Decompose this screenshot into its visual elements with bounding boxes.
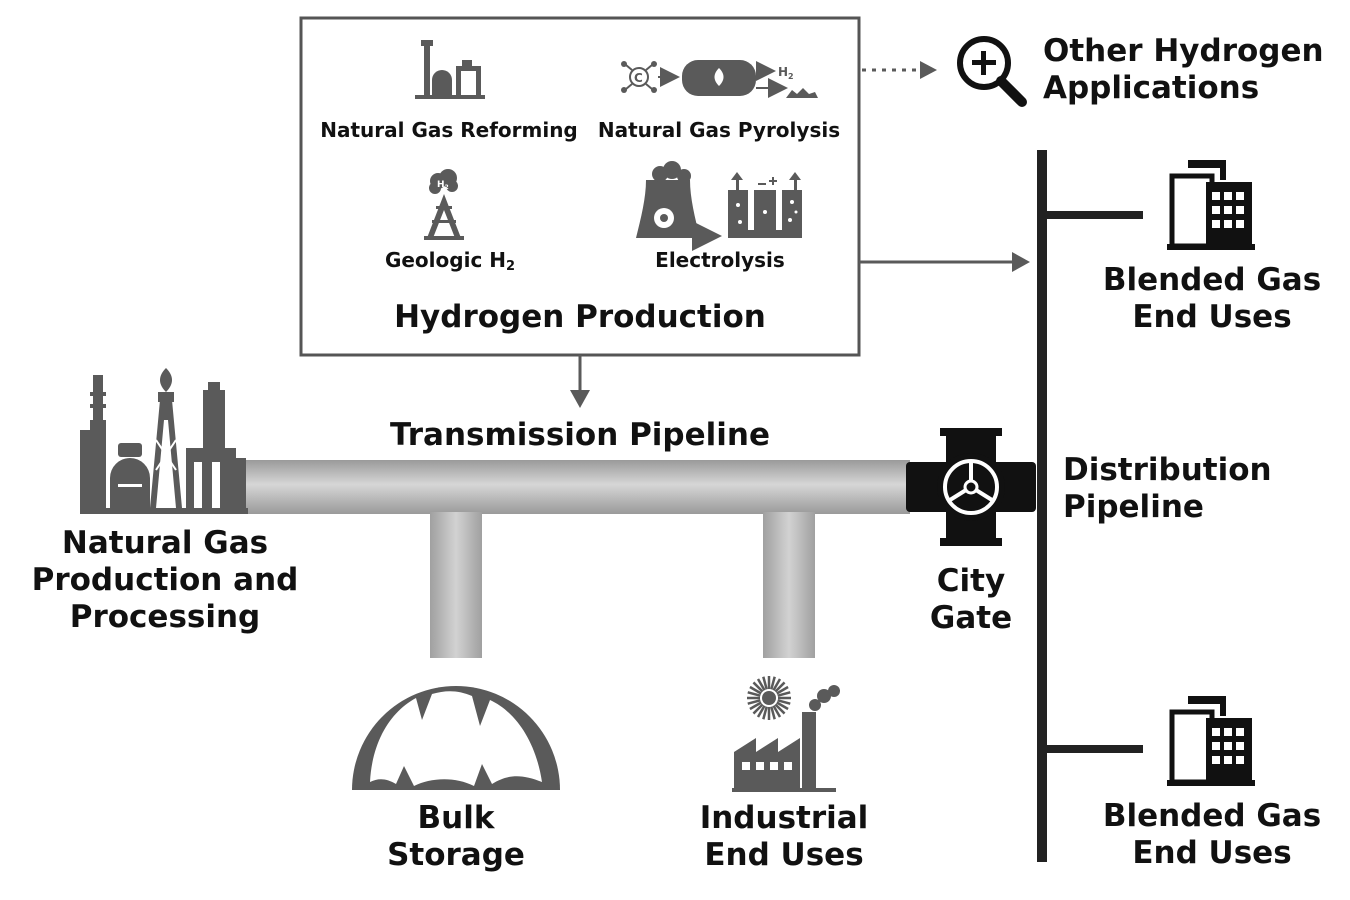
- bulk-storage-cavern-icon: [352, 686, 560, 790]
- magnifier-plus-icon: [957, 36, 1027, 107]
- factory-windows: [742, 762, 792, 770]
- building-icon-top: [1167, 160, 1255, 250]
- building-icon-bottom: [1167, 696, 1255, 786]
- sun-ray: [772, 705, 782, 718]
- svg-text:C: C: [634, 71, 643, 85]
- sun-ray: [752, 703, 764, 715]
- pyrolysis-label: Natural Gas Pyrolysis: [597, 118, 841, 142]
- city-gate-valve-icon: [906, 428, 1036, 546]
- transmission-pipeline: [240, 460, 910, 514]
- sun-ray: [777, 691, 791, 697]
- reforming-icon: [415, 40, 485, 99]
- geologic-label: Geologic H2: [384, 248, 516, 274]
- geologic-icon: [424, 169, 464, 240]
- electrolysis-bubbles: [736, 200, 798, 224]
- sun-ray: [762, 706, 768, 720]
- storage-branch-pipe: [430, 512, 482, 658]
- sun-ray: [756, 678, 766, 691]
- sun-ray: [777, 699, 791, 705]
- hydrogen-production-title: Hydrogen Production: [394, 299, 766, 335]
- industrial-branch-pipe: [763, 512, 815, 658]
- distribution-branch-top: [1045, 211, 1143, 219]
- sun-ray: [747, 699, 761, 705]
- geologic-h2-cloud-label: H2: [437, 180, 449, 191]
- sun-ray: [747, 691, 761, 697]
- sun-ray: [774, 703, 786, 715]
- transmission-pipeline-label: Transmission Pipeline: [390, 417, 770, 453]
- electrolysis-label: Electrolysis: [655, 248, 785, 272]
- facility-details: [118, 439, 220, 508]
- natural-gas-facility-icon: [80, 368, 248, 514]
- reforming-label: Natural Gas Reforming: [320, 118, 578, 142]
- valve-wheel: [943, 459, 999, 515]
- pyrolysis-h2-label: H2: [778, 65, 794, 81]
- sun-icon: [747, 676, 791, 720]
- sun-ray: [762, 676, 768, 690]
- sun-ray: [770, 706, 776, 720]
- sun-ray: [776, 685, 789, 695]
- sun-ray: [772, 678, 782, 691]
- industrial-factory-icon: [732, 685, 840, 792]
- pyrolysis-icon: C: [621, 60, 818, 98]
- sun-ray: [774, 681, 786, 693]
- sun-ray: [756, 705, 766, 718]
- sun-ray: [752, 681, 764, 693]
- sun-ray: [749, 701, 762, 711]
- electrolysis-icon: [636, 161, 802, 251]
- sun-ray: [749, 685, 762, 695]
- sun-ray: [776, 701, 789, 711]
- distribution-pipeline: [1037, 150, 1047, 862]
- sun-ray: [770, 676, 776, 690]
- distribution-branch-bottom: [1045, 745, 1143, 753]
